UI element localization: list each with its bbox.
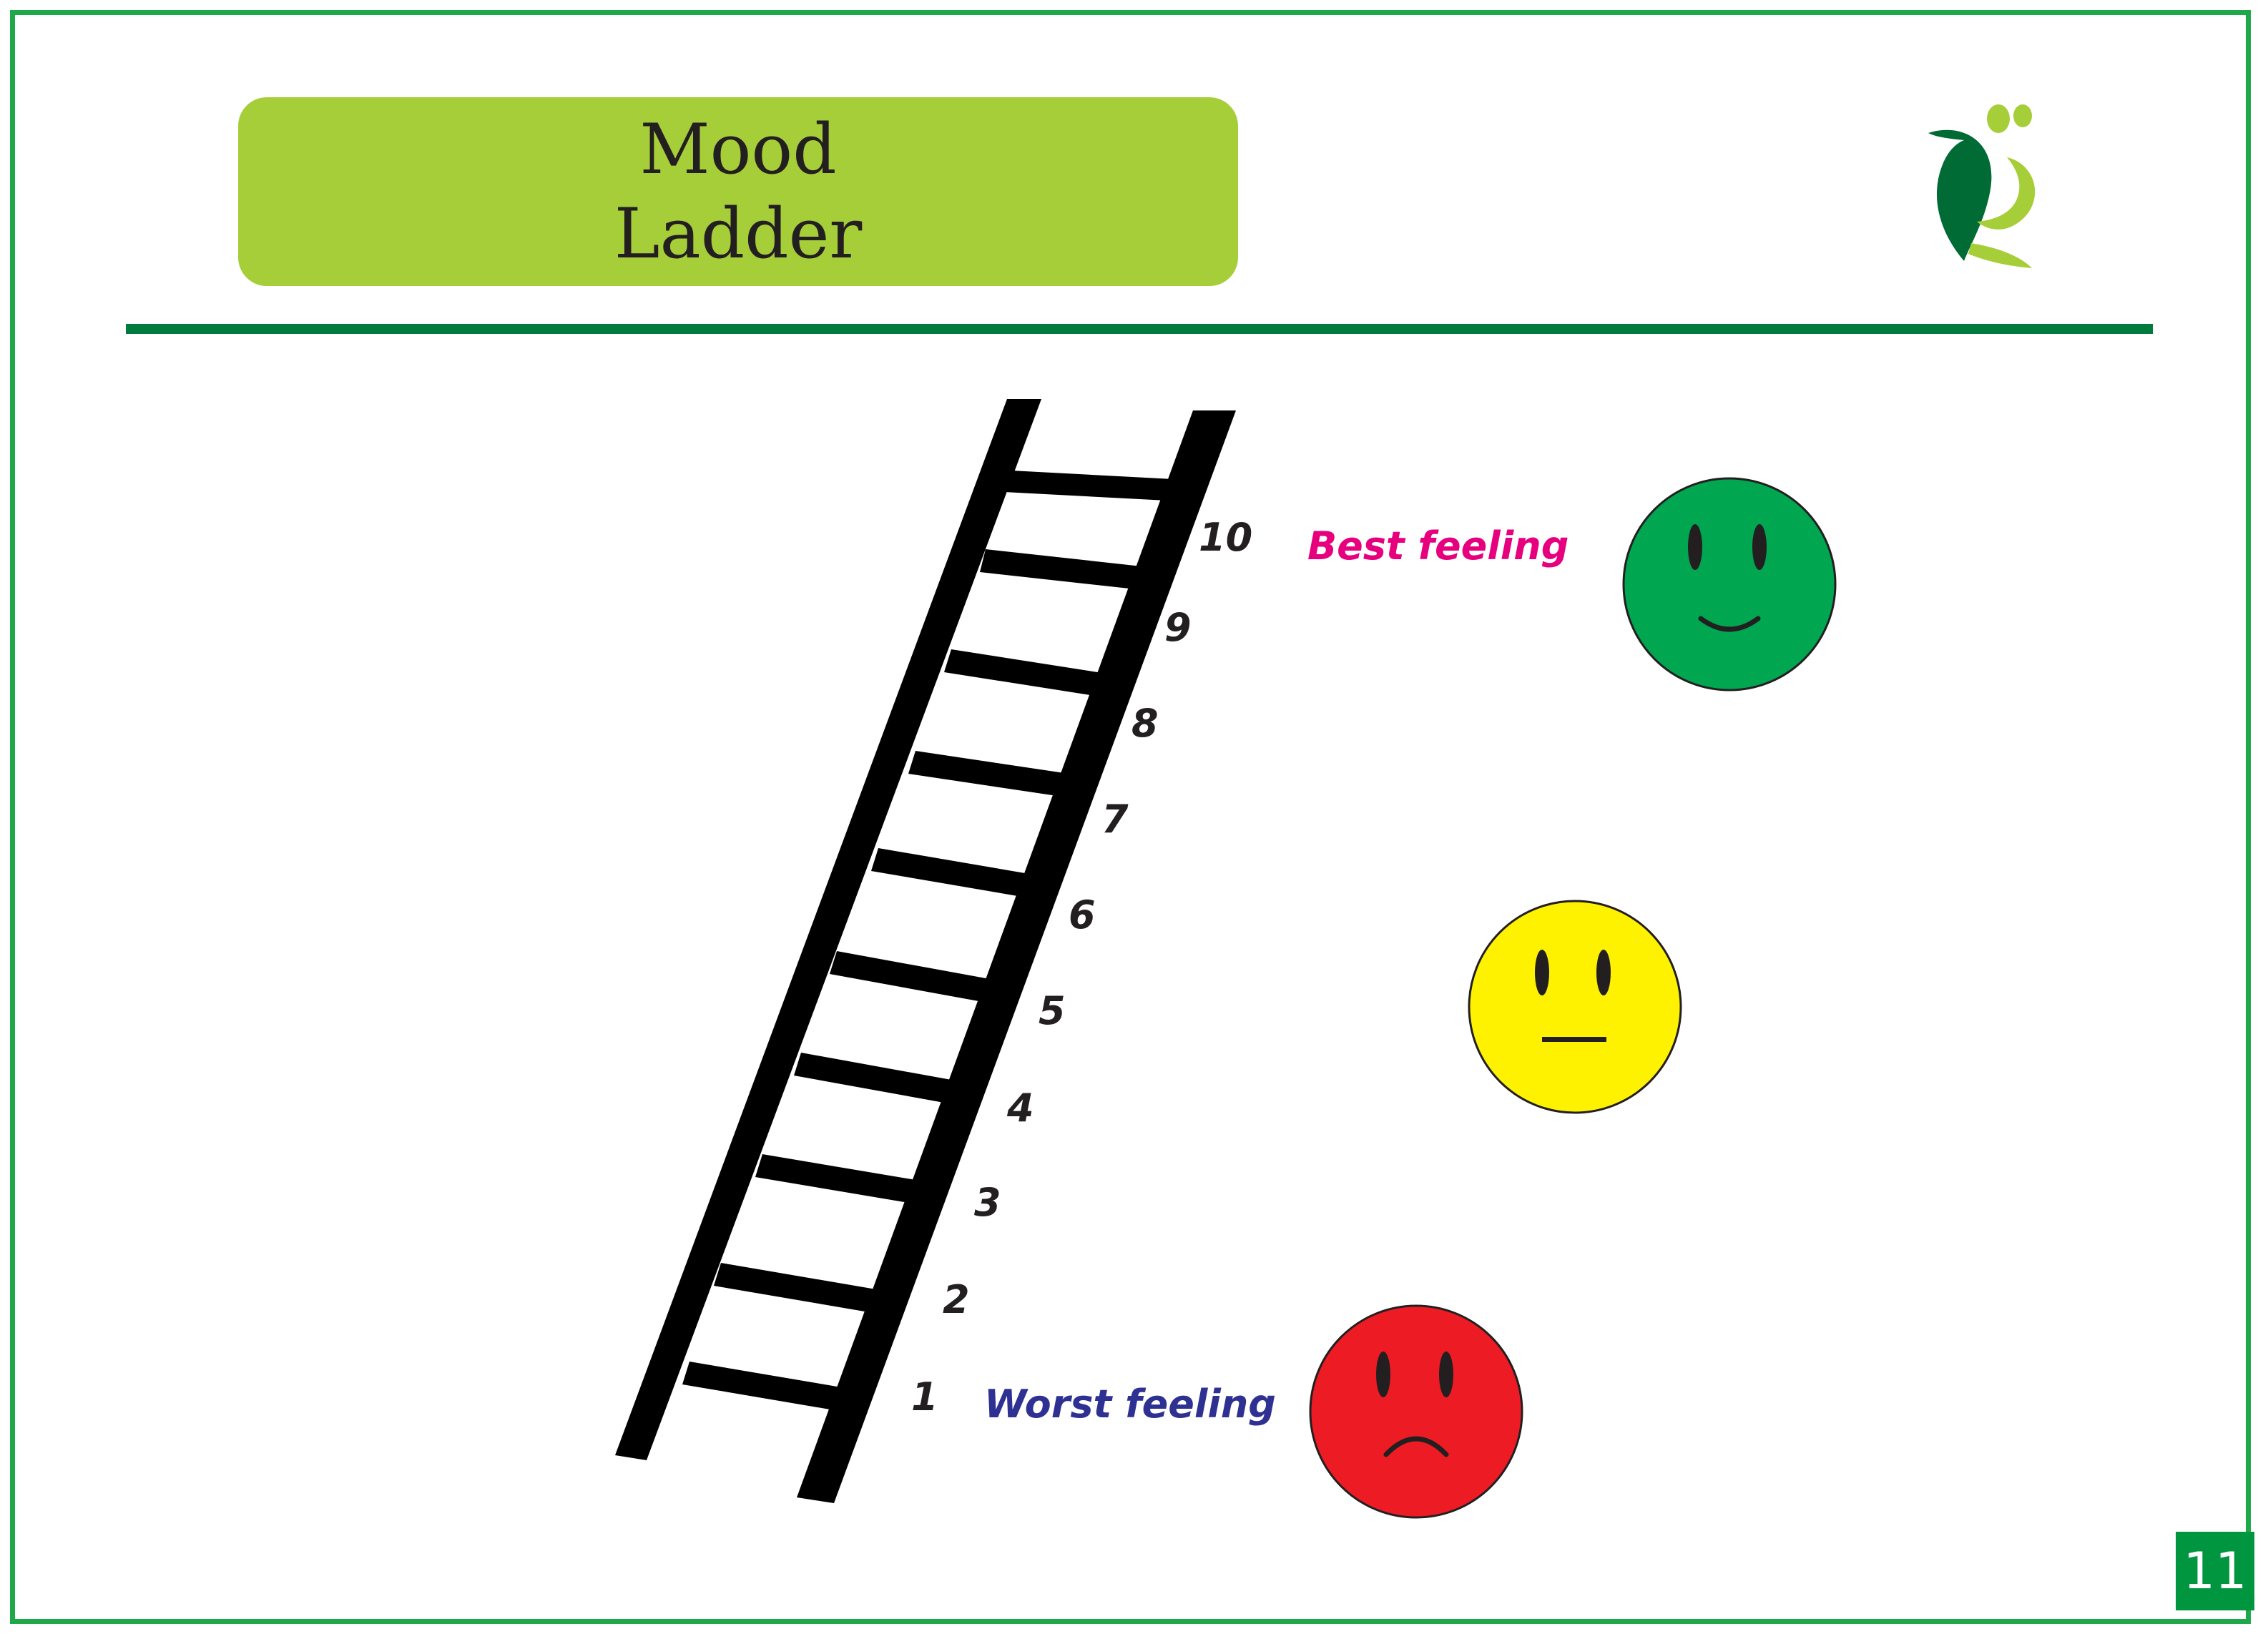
ladder-rung	[908, 751, 1079, 798]
title-box: Mood Ladder	[238, 97, 1238, 286]
page-frame	[10, 10, 2251, 1624]
worst-feeling-label: Worst feeling	[984, 1382, 1276, 1427]
ladder-number-1: 1	[911, 1374, 938, 1419]
ladder-rung	[682, 1362, 858, 1413]
ladder-number-8: 8	[1131, 701, 1159, 746]
ladder-number-2: 2	[943, 1277, 970, 1322]
ladder-number-10: 10	[1199, 515, 1253, 560]
ladder-number-5: 5	[1039, 988, 1066, 1033]
leaf-person-logo-icon	[1928, 104, 2036, 268]
smiling-face-icon	[1622, 477, 1837, 692]
ladder-rung	[794, 1053, 967, 1106]
frowning-face-icon	[1309, 1304, 1523, 1519]
neutral-face-icon	[1468, 900, 1682, 1114]
ladder-rung	[1004, 471, 1173, 501]
ladder-number-9: 9	[1164, 605, 1192, 650]
ladder-rung	[755, 1154, 933, 1206]
ladder-rung	[980, 549, 1142, 589]
ladder-rung	[871, 848, 1046, 900]
ladder-number-4: 4	[1007, 1086, 1034, 1131]
ladder-rung	[944, 649, 1116, 698]
page-title-line-1: Mood	[639, 109, 837, 190]
ladder-right-rail	[797, 410, 1236, 1503]
ladder-rung	[714, 1263, 897, 1316]
ladder-number-6: 6	[1069, 892, 1096, 937]
ladder-left-rail	[615, 399, 1041, 1460]
page-title-line-2: Ladder	[614, 194, 863, 274]
header-divider	[126, 324, 2153, 334]
ladder-rung	[830, 951, 1001, 1004]
ladder-number-7: 7	[1101, 797, 1129, 842]
best-feeling-label: Best feeling	[1307, 523, 1569, 569]
page-number-badge: 11	[2176, 1532, 2254, 1610]
ladder-number-3: 3	[974, 1180, 1001, 1225]
